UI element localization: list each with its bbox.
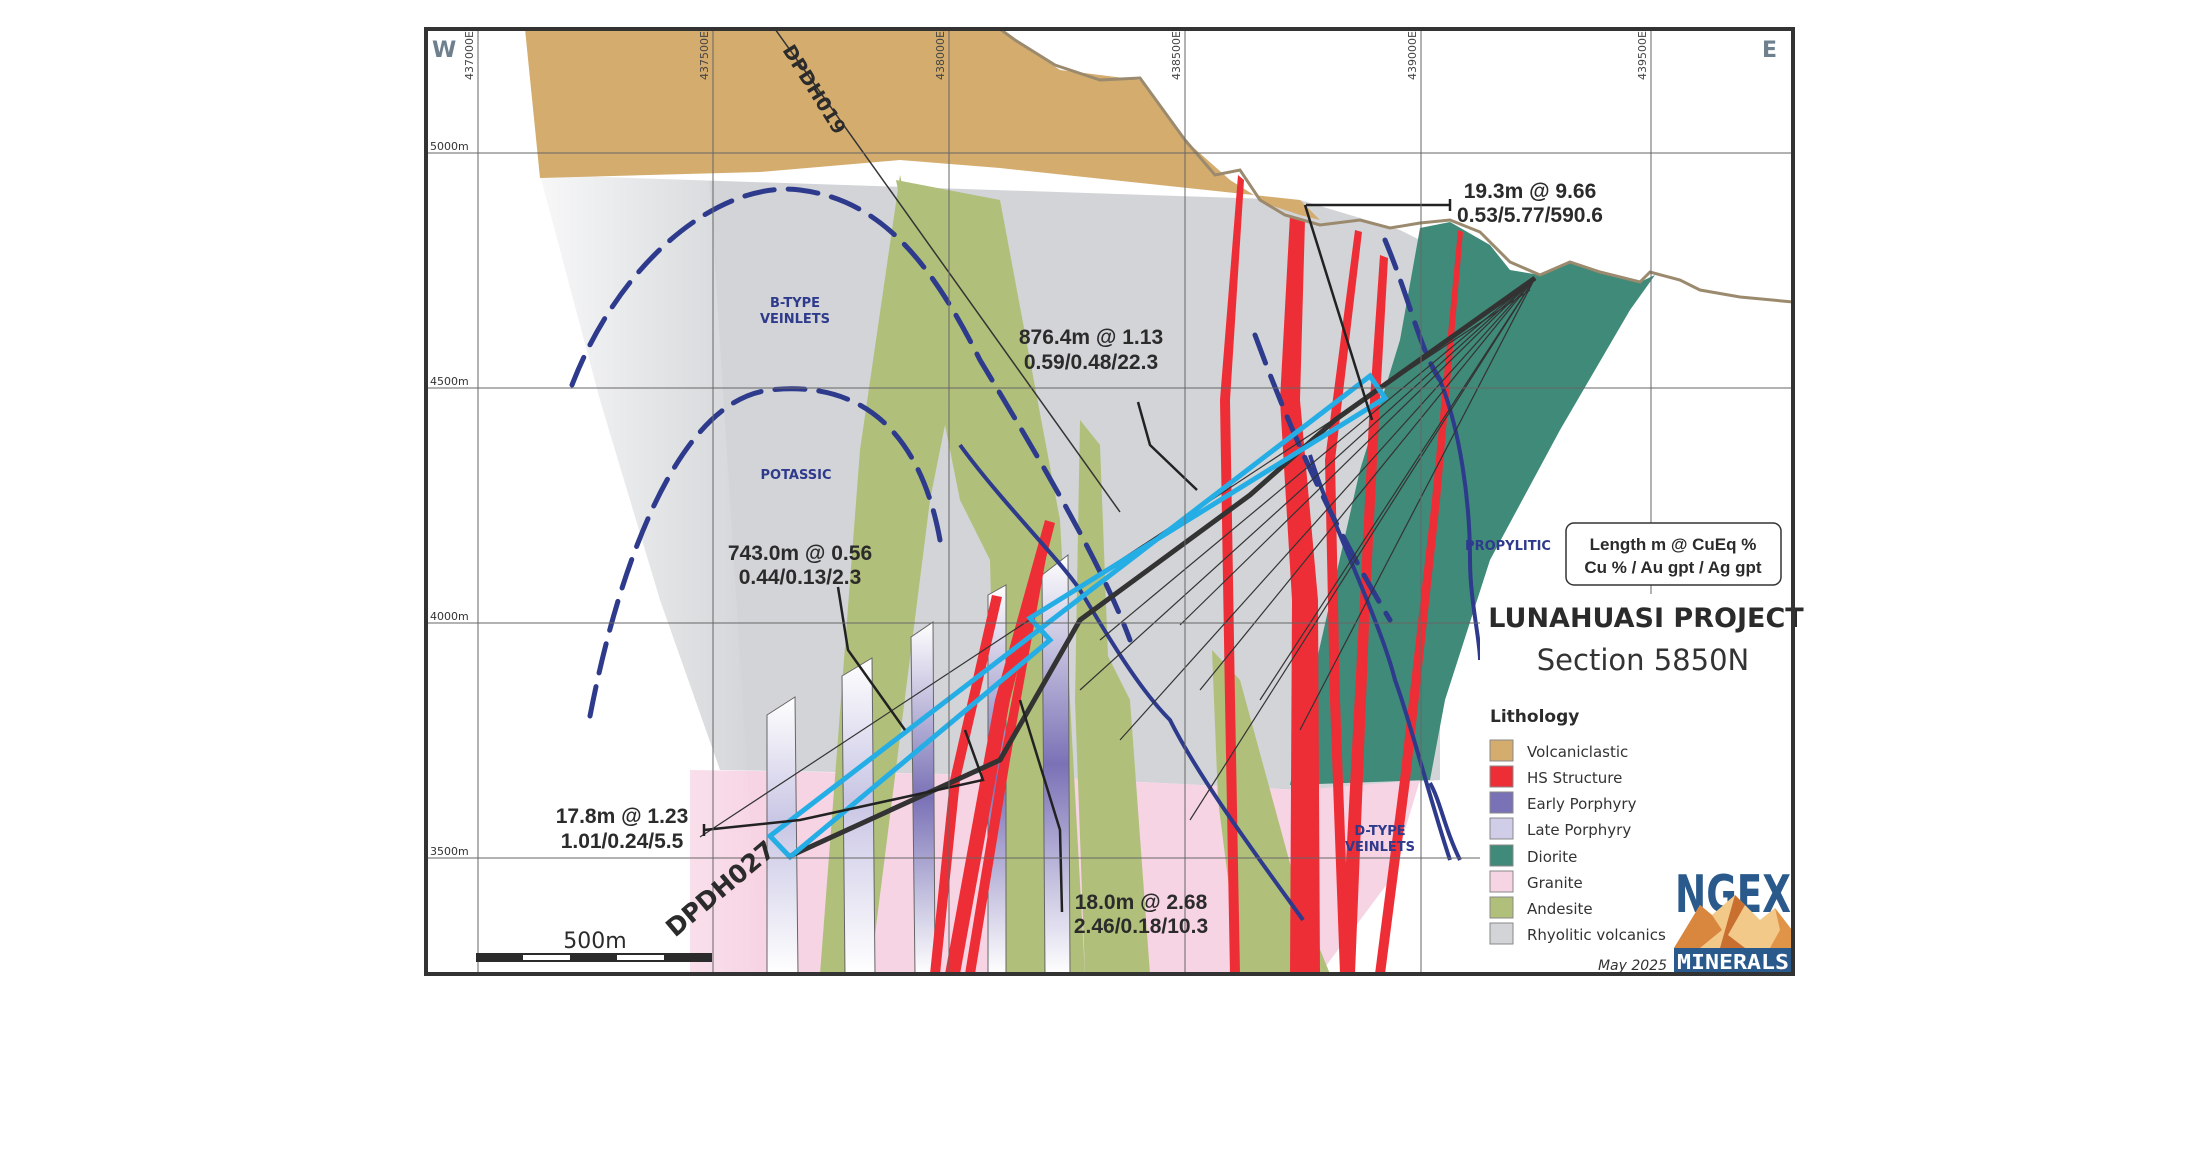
intercept-label: 19.3m @ 9.66 bbox=[1464, 180, 1597, 203]
easting-labels: 437000E 437500E 438000E 438500E 439000E … bbox=[463, 31, 1649, 80]
date-label: May 2025 bbox=[1598, 958, 1667, 974]
late-porphyry-dike bbox=[766, 696, 799, 974]
legend-swatch bbox=[1489, 844, 1514, 867]
easting-label: 439000E bbox=[1406, 31, 1419, 80]
east-label: E bbox=[1762, 38, 1777, 63]
andesite-unit bbox=[1100, 640, 1150, 974]
elevation-labels: 5000m 4500m 4000m 3500m bbox=[430, 140, 469, 858]
legend-swatch bbox=[1489, 896, 1514, 919]
zone-label: PROPYLITIC bbox=[1465, 539, 1551, 554]
scale-bar-label: 500m bbox=[563, 929, 626, 954]
legend-label: Late Porphyry bbox=[1527, 821, 1631, 839]
legend-item: Rhyolitic volcanics bbox=[1489, 922, 1666, 945]
easting-label: 438500E bbox=[1170, 31, 1183, 80]
intercept-key-box: Length m @ CuEq % Cu % / Au gpt / Ag gpt bbox=[1565, 500, 1782, 594]
andesite-unit bbox=[1212, 650, 1330, 974]
legend-label: HS Structure bbox=[1527, 769, 1622, 787]
intercept-label: 743.0m @ 0.56 bbox=[728, 542, 872, 565]
lithology-legend: Lithology Volcaniclastic HS Structure Ea… bbox=[1489, 707, 1666, 945]
zone-labels: B-TYPE VEINLETS POTASSIC PROPYLITIC D-TY… bbox=[760, 296, 1551, 855]
zone-label: VEINLETS bbox=[760, 312, 830, 327]
scale-bar: 500m bbox=[476, 929, 712, 962]
legend-label: Diorite bbox=[1527, 848, 1577, 866]
early-porphyry-dike bbox=[910, 621, 936, 974]
zone-label: VEINLETS bbox=[1345, 840, 1415, 855]
intercept-label: 0.53/5.77/590.6 bbox=[1457, 204, 1603, 227]
topography-line bbox=[999, 29, 1793, 304]
legend-swatch bbox=[1489, 817, 1514, 840]
section-frame bbox=[424, 27, 1795, 976]
zone-label: D-TYPE bbox=[1354, 824, 1405, 839]
legend-label: Andesite bbox=[1527, 900, 1593, 918]
legend-item: Late Porphyry bbox=[1489, 817, 1631, 840]
key-line-2: Cu % / Au gpt / Ag gpt bbox=[1584, 558, 1762, 577]
legend-item: Volcaniclastic bbox=[1489, 739, 1628, 762]
legend-item: Granite bbox=[1489, 870, 1583, 893]
easting-label: 438000E bbox=[934, 31, 947, 80]
legend-item: Early Porphyry bbox=[1489, 791, 1637, 814]
legend-label: Volcaniclastic bbox=[1527, 743, 1628, 761]
alteration-boundaries-solid bbox=[958, 379, 1482, 922]
elevation-label: 4500m bbox=[430, 375, 469, 388]
section-title: Section 5850N bbox=[1537, 643, 1749, 677]
late-porphyry-dike bbox=[841, 657, 876, 974]
legend-item: HS Structure bbox=[1489, 765, 1622, 788]
easting-label: 439500E bbox=[1636, 31, 1649, 80]
project-title: LUNAHUASI PROJECT bbox=[1488, 603, 1804, 634]
intercept-labels: 19.3m @ 9.66 0.53/5.77/590.6 876.4m @ 1.… bbox=[556, 180, 1603, 938]
intercept-label: 1.01/0.24/5.5 bbox=[561, 830, 684, 853]
easting-label: 437000E bbox=[463, 31, 476, 80]
legend-swatch bbox=[1489, 791, 1514, 814]
easting-label: 437500E bbox=[698, 31, 711, 80]
legend-title: Lithology bbox=[1490, 707, 1579, 727]
legend-swatch bbox=[1489, 739, 1514, 762]
ngex-minerals-logo: NGEX MINERALS bbox=[1673, 862, 1793, 974]
zone-label: B-TYPE bbox=[770, 296, 820, 311]
diorite-unit bbox=[1290, 222, 1655, 785]
leader-lines bbox=[702, 199, 1452, 913]
intercept-label: 2.46/0.18/10.3 bbox=[1074, 915, 1208, 938]
legend-item: Andesite bbox=[1489, 896, 1593, 919]
elevation-label: 3500m bbox=[430, 845, 469, 858]
drill-traces bbox=[699, 29, 1537, 860]
legend-label: Granite bbox=[1527, 874, 1583, 892]
legend-item: Diorite bbox=[1489, 844, 1577, 867]
legend-label: Rhyolitic volcanics bbox=[1527, 926, 1666, 944]
legend-swatch bbox=[1489, 765, 1514, 788]
intercept-label: 876.4m @ 1.13 bbox=[1019, 326, 1163, 349]
intercept-label: 18.0m @ 2.68 bbox=[1075, 891, 1208, 914]
zone-label: POTASSIC bbox=[760, 468, 831, 483]
west-label: W bbox=[432, 38, 456, 63]
legend-swatch bbox=[1489, 870, 1514, 893]
logo-subtitle: MINERALS bbox=[1677, 950, 1789, 974]
alteration-boundaries bbox=[569, 186, 1443, 719]
volcaniclastic-unit bbox=[525, 29, 1320, 220]
elevation-label: 5000m bbox=[430, 140, 469, 153]
intercept-box bbox=[766, 372, 1389, 861]
intercept-label: 17.8m @ 1.23 bbox=[556, 805, 689, 828]
intercept-label: 0.59/0.48/22.3 bbox=[1024, 351, 1158, 374]
section-body bbox=[520, 29, 1793, 974]
elevation-label: 4000m bbox=[430, 610, 469, 623]
intercept-label: 0.44/0.13/2.3 bbox=[739, 566, 862, 589]
legend-label: Early Porphyry bbox=[1527, 795, 1637, 813]
legend-swatch bbox=[1489, 922, 1514, 945]
key-line-1: Length m @ CuEq % bbox=[1590, 535, 1757, 554]
